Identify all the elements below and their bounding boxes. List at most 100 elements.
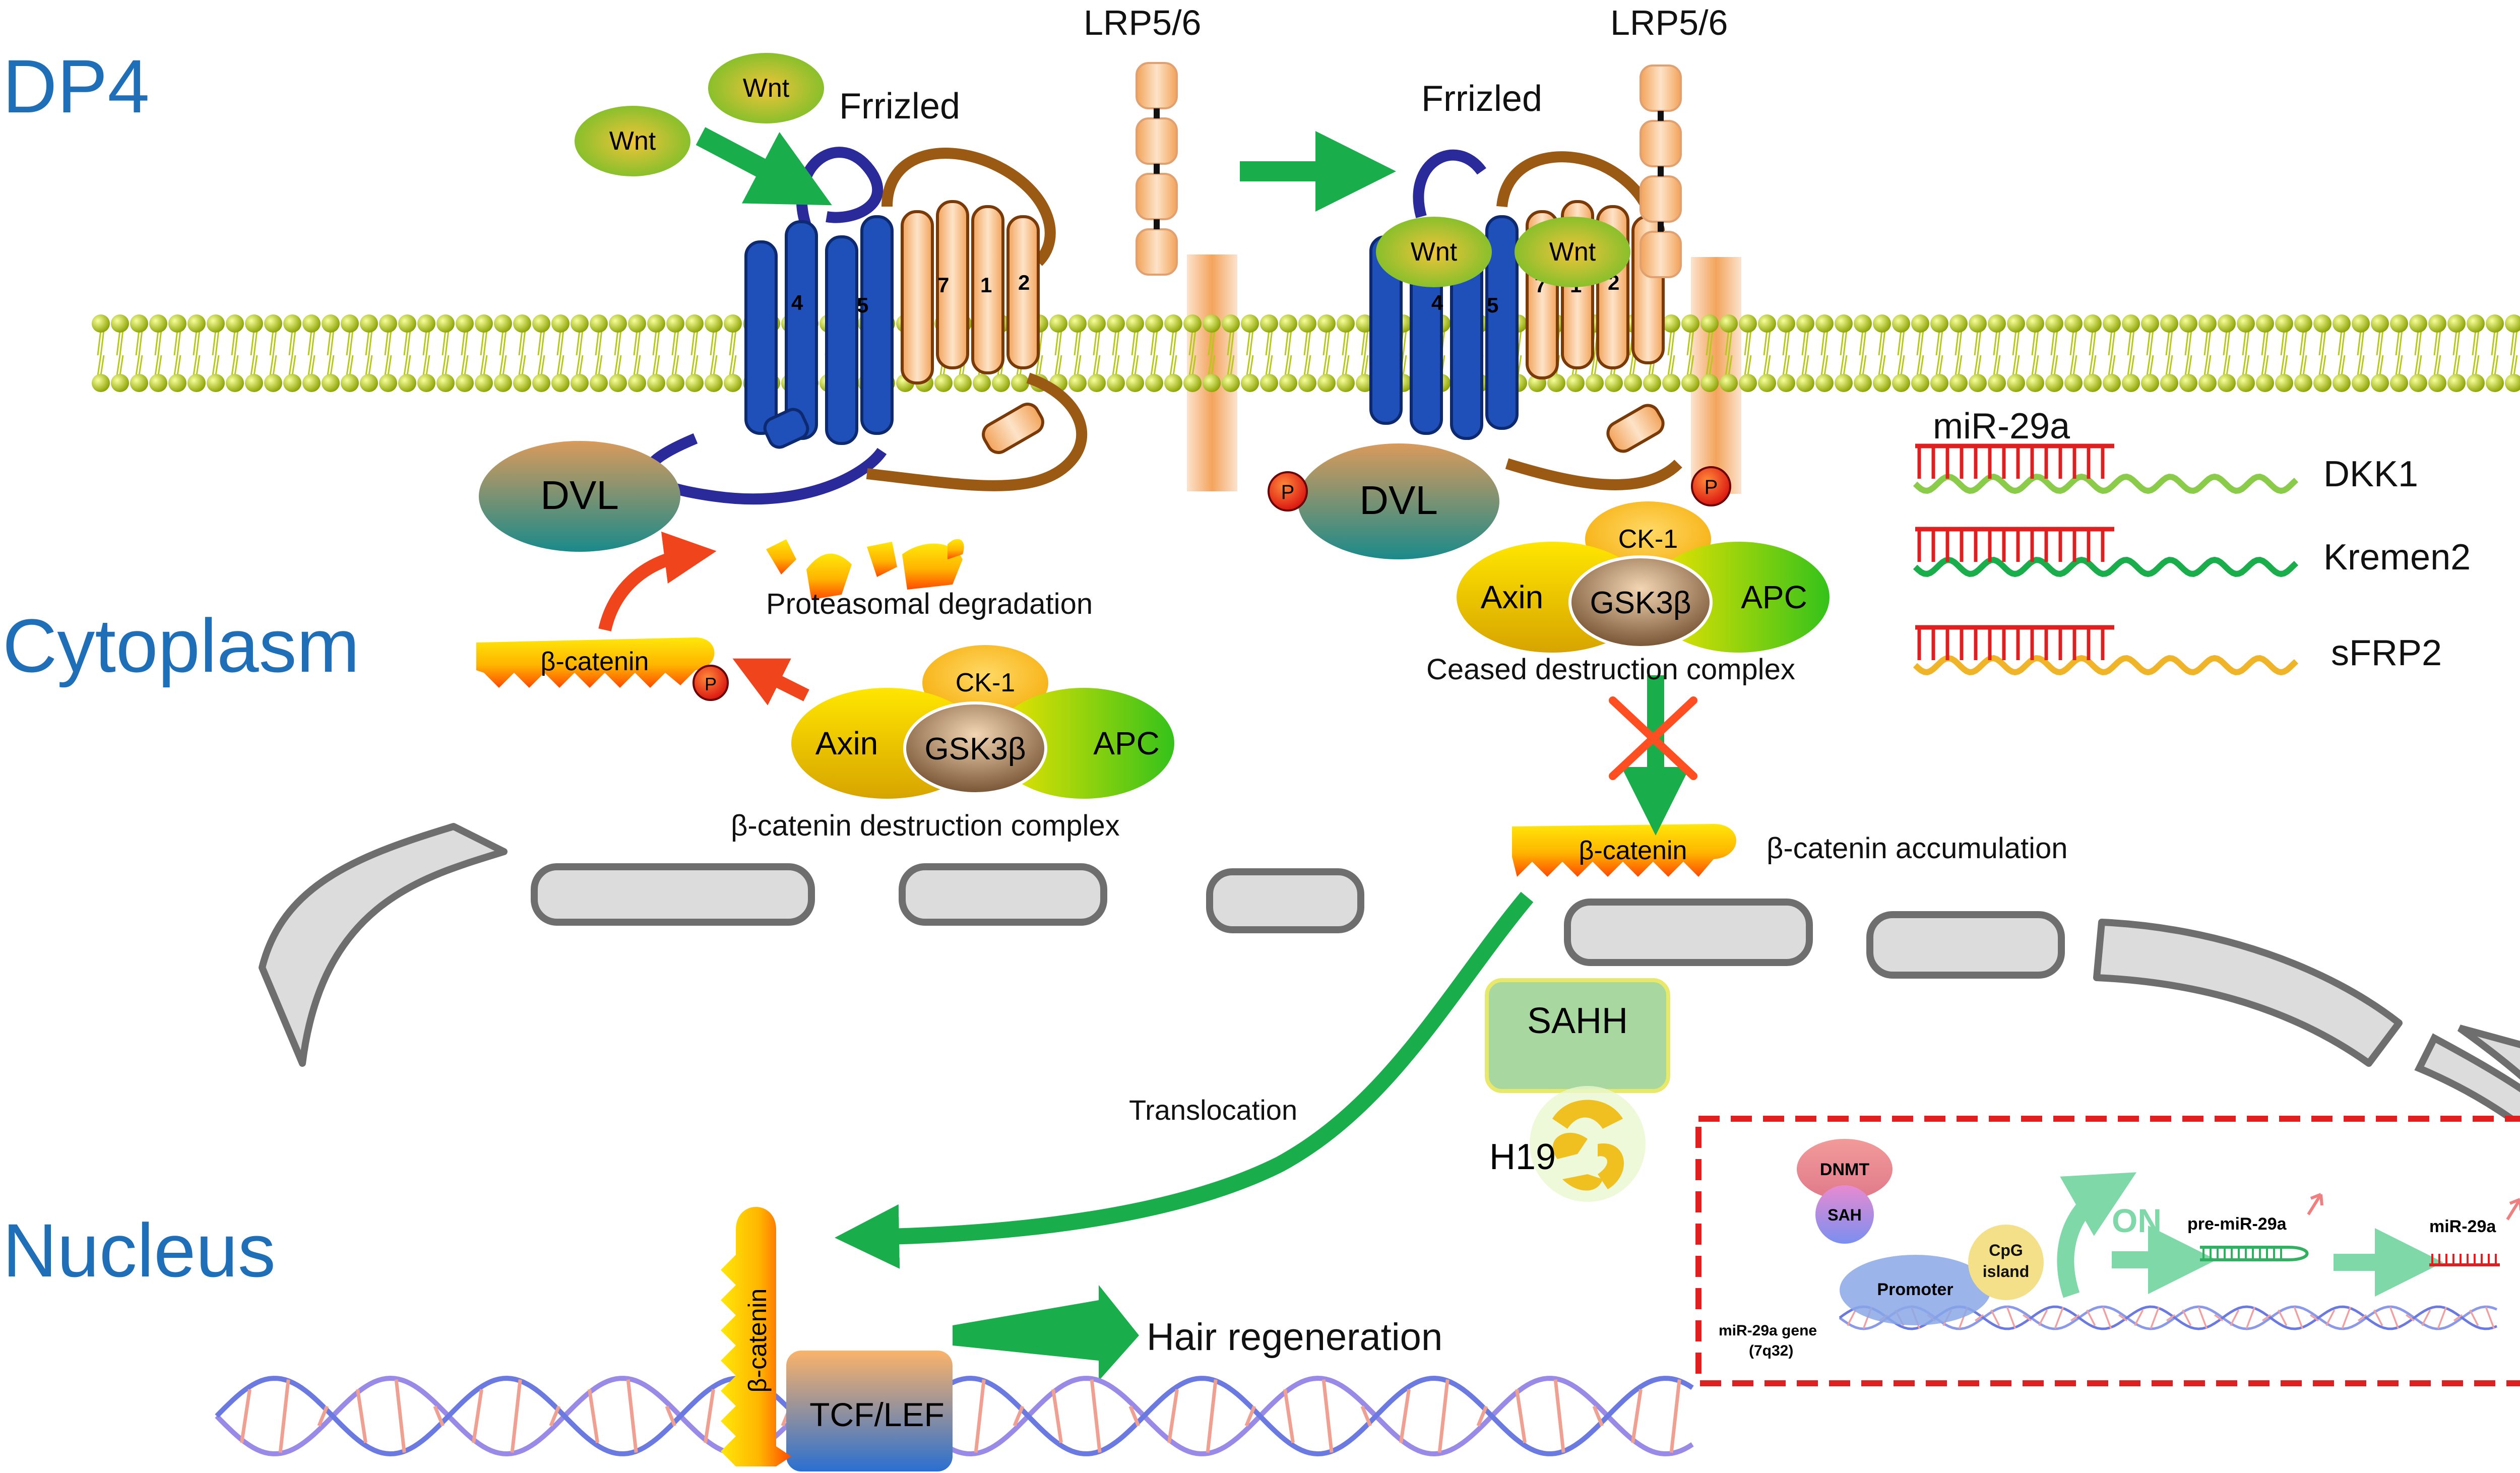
lipid-head bbox=[1700, 374, 1719, 392]
lipid-head bbox=[532, 374, 550, 392]
lipid-head bbox=[1145, 314, 1163, 333]
nuclear-envelope-segment bbox=[2414, 1033, 2520, 1129]
lipid-head bbox=[149, 374, 167, 392]
svg-text:CK-1: CK-1 bbox=[956, 668, 1015, 697]
lipid-head bbox=[2122, 374, 2140, 392]
lipid-head bbox=[322, 374, 340, 392]
lipid-head bbox=[1662, 374, 1680, 392]
h19-lncrna-icon bbox=[1530, 1086, 1646, 1202]
lipid-head bbox=[2409, 374, 2427, 392]
svg-text:DVL: DVL bbox=[1359, 478, 1438, 523]
svg-text:TCF/LEF: TCF/LEF bbox=[809, 1396, 944, 1433]
nuclear-envelope-segment bbox=[2093, 919, 2403, 1067]
region-label-nucleus: Nucleus bbox=[3, 1208, 276, 1293]
lipid-head bbox=[1337, 374, 1355, 392]
lipid-head bbox=[494, 374, 512, 392]
arrow-to-proteasome bbox=[598, 531, 717, 632]
svg-text:SAHH: SAHH bbox=[1527, 1001, 1628, 1041]
lipid-head bbox=[1088, 374, 1106, 392]
lipid-head bbox=[1126, 314, 1144, 333]
lipid-head bbox=[2026, 314, 2044, 333]
lipid-head bbox=[666, 374, 684, 392]
lipid-head bbox=[551, 314, 570, 333]
lrp-extracellular-left bbox=[1136, 62, 1178, 276]
wnt-ligand: Wnt bbox=[708, 53, 824, 123]
target-mrna bbox=[1913, 473, 2299, 494]
lipid-head bbox=[2179, 314, 2197, 333]
lipid-head bbox=[2160, 314, 2178, 333]
lipid-head bbox=[1279, 374, 1297, 392]
svg-text:Wnt: Wnt bbox=[609, 126, 656, 156]
svg-text:β-catenin: β-catenin bbox=[541, 647, 649, 676]
svg-text:Axin: Axin bbox=[815, 725, 878, 761]
lipid-head bbox=[245, 314, 263, 333]
lipid-head bbox=[1183, 374, 1202, 392]
lipid-head bbox=[685, 314, 704, 333]
lipid-head bbox=[1164, 374, 1182, 392]
lipid-head bbox=[2352, 374, 2370, 392]
lipid-head bbox=[1739, 314, 1757, 333]
lipid-head bbox=[1949, 374, 1968, 392]
lipid-head bbox=[1835, 374, 1853, 392]
lrp-transmembrane-right bbox=[1691, 257, 1741, 494]
sah-label: SAH bbox=[1828, 1206, 1862, 1224]
lipid-head bbox=[1815, 314, 1834, 333]
lipid-head bbox=[1681, 314, 1699, 333]
frizzled-helix-number: 4 bbox=[791, 291, 803, 314]
proteasomal-degradation-label: Proteasomal degradation bbox=[766, 588, 1093, 620]
frizzled-helix-number: 4 bbox=[1431, 291, 1443, 314]
tcf-lef-factor: TCF/LEF bbox=[786, 1351, 953, 1471]
gene-locus-label: (7q32) bbox=[1749, 1342, 1793, 1359]
lipid-head bbox=[1107, 374, 1125, 392]
lipid-head bbox=[2275, 374, 2293, 392]
lipid-head bbox=[187, 314, 206, 333]
lipid-head bbox=[2237, 374, 2255, 392]
lipid-head bbox=[226, 374, 244, 392]
gene-label: miR-29a gene bbox=[1719, 1322, 1817, 1339]
lipid-head bbox=[417, 314, 435, 333]
lipid-head bbox=[1892, 314, 1910, 333]
sahh-box: SAHH bbox=[1485, 978, 1670, 1093]
lipid-head bbox=[456, 314, 474, 333]
lipid-head bbox=[2256, 374, 2274, 392]
lipid-head bbox=[1126, 374, 1144, 392]
destruction-complex: CK-1 Axin APC GSK3β bbox=[791, 645, 1174, 799]
svg-text:P: P bbox=[705, 674, 717, 694]
lipid-head bbox=[2256, 314, 2274, 333]
lipid-head bbox=[2428, 314, 2446, 333]
h19-label: H19 bbox=[1489, 1137, 1556, 1177]
lipid-head bbox=[2045, 314, 2063, 333]
ceased-destruction-complex: CK-1 Axin APC GSK3β bbox=[1457, 501, 1830, 653]
lipid-head bbox=[2409, 314, 2427, 333]
lipid-head bbox=[1988, 374, 2006, 392]
target-dkk1-label: DKK1 bbox=[2323, 454, 2419, 494]
lipid-head bbox=[475, 314, 493, 333]
lipid-head bbox=[2467, 314, 2485, 333]
nuclear-envelope-segment bbox=[1866, 911, 2065, 979]
lipid-head bbox=[111, 374, 129, 392]
promoter-region bbox=[1840, 1255, 1991, 1325]
lipid-head bbox=[934, 374, 953, 392]
lipid-head bbox=[1337, 314, 1355, 333]
lipid-head bbox=[379, 314, 397, 333]
lipid-head bbox=[1222, 314, 1240, 333]
lipid-head bbox=[1988, 314, 2006, 333]
lipid-head bbox=[1930, 314, 1948, 333]
lipid-head bbox=[724, 314, 742, 333]
cell-membrane bbox=[92, 314, 2520, 392]
arrow-translocation bbox=[835, 891, 1534, 1269]
lipid-head bbox=[1720, 374, 1738, 392]
nuclear-envelope-segment bbox=[1564, 899, 1813, 966]
mirna-label: miR-29a bbox=[1933, 406, 2070, 446]
lipid-head bbox=[2007, 374, 2025, 392]
lipid-head bbox=[436, 374, 455, 392]
lipid-head bbox=[92, 374, 110, 392]
lipid-head bbox=[302, 314, 321, 333]
lrp-label-left: LRP5/6 bbox=[1084, 3, 1202, 42]
dvl-protein-right: DVL bbox=[1298, 443, 1499, 559]
lipid-head bbox=[341, 374, 359, 392]
nuclear-envelope-segment bbox=[899, 863, 1107, 926]
lipid-head bbox=[2007, 314, 2025, 333]
lipid-head bbox=[1969, 314, 1987, 333]
